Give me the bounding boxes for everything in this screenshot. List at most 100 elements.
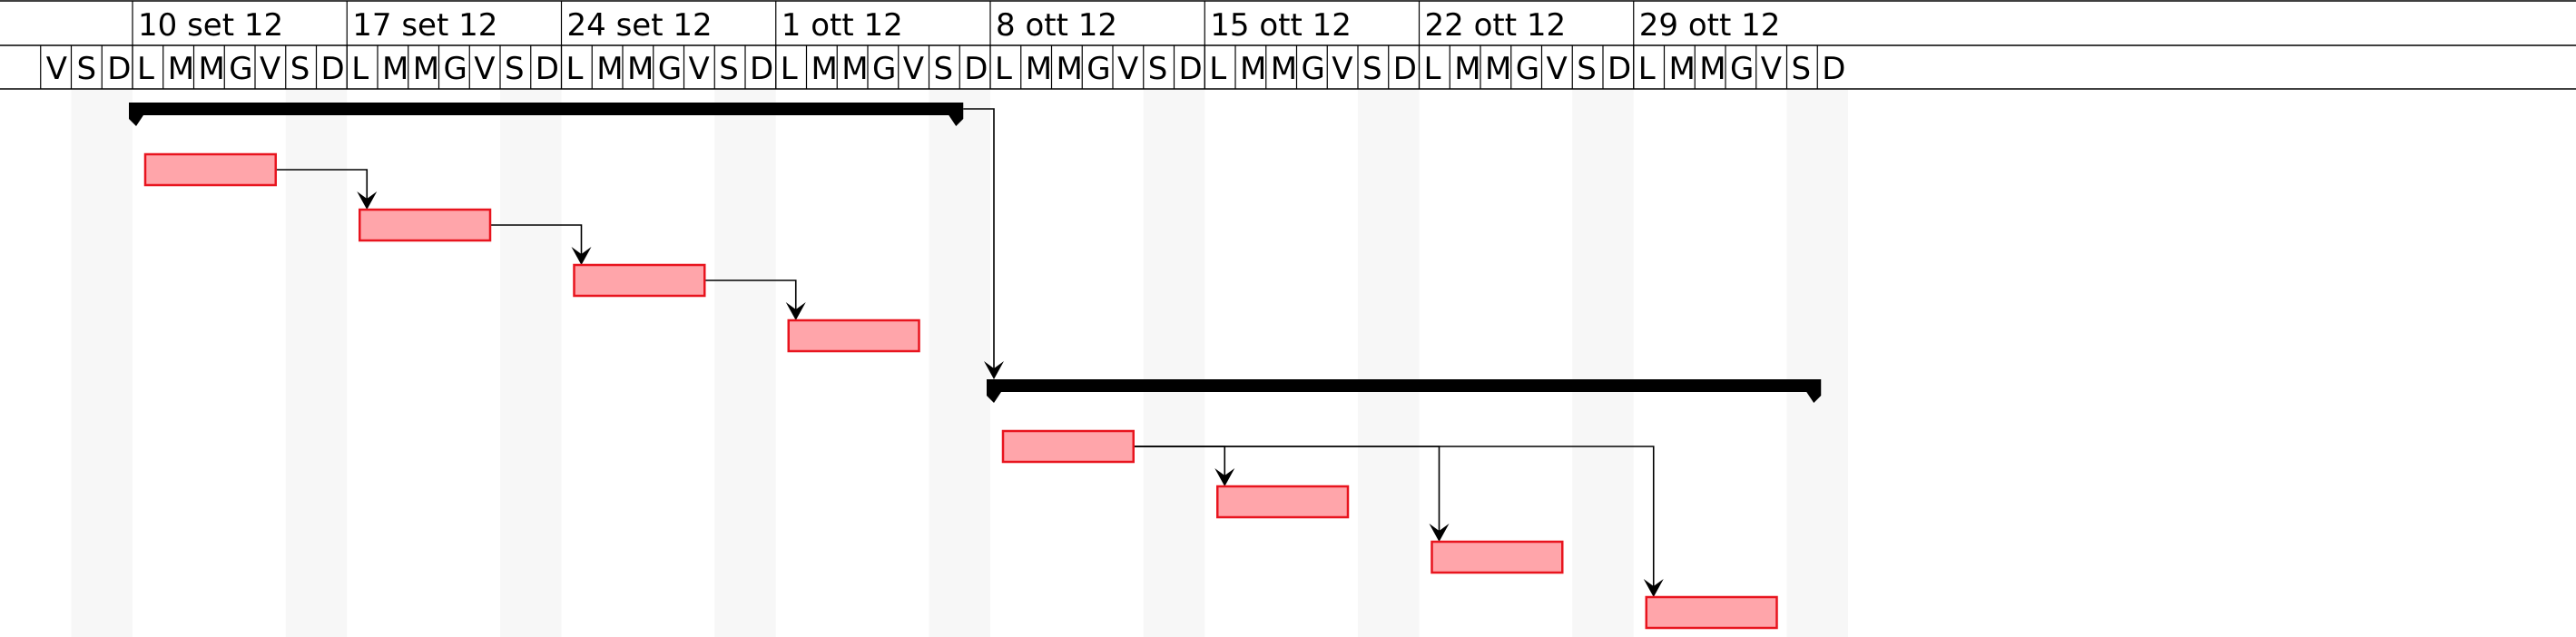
- arrow-head-icon: [357, 191, 378, 210]
- arrow-head-icon: [1214, 468, 1235, 486]
- week-label: 1 ott 12: [782, 7, 903, 44]
- weekend-shade: [929, 89, 990, 637]
- day-label: M: [811, 51, 838, 87]
- day-label: V: [1761, 51, 1782, 87]
- day-label: M: [1271, 51, 1297, 87]
- day-label: M: [1454, 51, 1480, 87]
- day-label: L: [566, 51, 584, 87]
- summary-bar[interactable]: [987, 379, 1822, 403]
- task-bar[interactable]: [787, 318, 920, 353]
- day-label: D: [536, 51, 559, 87]
- day-label: L: [995, 51, 1012, 87]
- weekend-shade: [71, 89, 133, 637]
- day-label: S: [505, 51, 525, 87]
- day-label: V: [903, 51, 924, 87]
- day-label: V: [1332, 51, 1352, 87]
- day-label: M: [1699, 51, 1726, 87]
- day-label: M: [841, 51, 868, 87]
- day-label: M: [1485, 51, 1511, 87]
- day-label: S: [290, 51, 310, 87]
- day-label: S: [1792, 51, 1812, 87]
- day-label: M: [199, 51, 225, 87]
- day-label: S: [934, 51, 954, 87]
- day-label: D: [1608, 51, 1631, 87]
- day-label: G: [1516, 51, 1539, 87]
- week-label: 17 set 12: [352, 7, 497, 44]
- day-label: M: [627, 51, 654, 87]
- day-label: M: [168, 51, 194, 87]
- week-label: 22 ott 12: [1425, 7, 1567, 44]
- task-bars: [129, 103, 1822, 630]
- day-label: D: [1393, 51, 1417, 87]
- day-label: M: [596, 51, 623, 87]
- day-label: G: [658, 51, 682, 87]
- day-label: D: [750, 51, 773, 87]
- day-label: G: [229, 51, 252, 87]
- day-label: L: [137, 51, 154, 87]
- dependency-link: [275, 169, 369, 208]
- arrow-head-icon: [984, 361, 1004, 379]
- day-label: L: [351, 51, 369, 87]
- day-label: D: [1822, 51, 1845, 87]
- day-label: V: [1117, 51, 1138, 87]
- arrow-head-icon: [571, 247, 592, 265]
- day-label: D: [107, 51, 131, 87]
- day-label: G: [1730, 51, 1754, 87]
- week-label: 15 ott 12: [1210, 7, 1352, 44]
- day-label: M: [1669, 51, 1696, 87]
- day-label: V: [689, 51, 710, 87]
- week-label: 8 ott 12: [996, 7, 1117, 44]
- day-label: L: [1424, 51, 1441, 87]
- week-label: 24 set 12: [567, 7, 713, 44]
- day-label: S: [1148, 51, 1168, 87]
- weekend-shade: [285, 89, 348, 637]
- day-label: S: [1577, 51, 1597, 87]
- task-bar[interactable]: [1001, 429, 1135, 464]
- dependency-links: [275, 108, 1664, 597]
- task-bar[interactable]: [573, 263, 706, 298]
- weekend-shade: [1572, 89, 1634, 637]
- day-label: V: [260, 51, 280, 87]
- day-label: D: [321, 51, 345, 87]
- dependency-link: [704, 279, 797, 318]
- task-bar[interactable]: [359, 208, 492, 242]
- day-label: L: [1638, 51, 1656, 87]
- day-label: G: [1302, 51, 1325, 87]
- week-label: 29 ott 12: [1639, 7, 1781, 44]
- dependency-link: [490, 224, 583, 263]
- day-label: V: [474, 51, 495, 87]
- arrow-head-icon: [1643, 579, 1664, 597]
- day-label: M: [382, 51, 408, 87]
- day-label: G: [444, 51, 467, 87]
- weekend-shade: [714, 89, 776, 637]
- day-label: L: [781, 51, 798, 87]
- weekend-shade: [1786, 89, 1848, 637]
- arrow-head-icon: [785, 302, 806, 320]
- day-label: S: [1362, 51, 1382, 87]
- weekend-shade: [1143, 89, 1205, 637]
- day-label: V: [1547, 51, 1568, 87]
- task-bar[interactable]: [143, 152, 277, 187]
- day-label: G: [872, 51, 896, 87]
- day-label: S: [719, 51, 739, 87]
- day-label: M: [1240, 51, 1266, 87]
- day-label: D: [964, 51, 988, 87]
- weekend-shade: [1358, 89, 1420, 637]
- summary-bar[interactable]: [129, 103, 964, 126]
- task-bar[interactable]: [1216, 485, 1350, 519]
- day-label: D: [1179, 51, 1203, 87]
- day-label: L: [1209, 51, 1226, 87]
- day-label: M: [1057, 51, 1083, 87]
- day-label: V: [46, 51, 67, 87]
- day-label: M: [1026, 51, 1052, 87]
- weekend-shade: [500, 89, 562, 637]
- arrow-head-icon: [1429, 524, 1450, 542]
- weekend-shading: [71, 89, 1848, 637]
- task-bar[interactable]: [1645, 595, 1778, 630]
- task-bar[interactable]: [1431, 540, 1564, 574]
- week-label: 10 set 12: [138, 7, 283, 44]
- day-label: G: [1086, 51, 1110, 87]
- day-label: M: [413, 51, 439, 87]
